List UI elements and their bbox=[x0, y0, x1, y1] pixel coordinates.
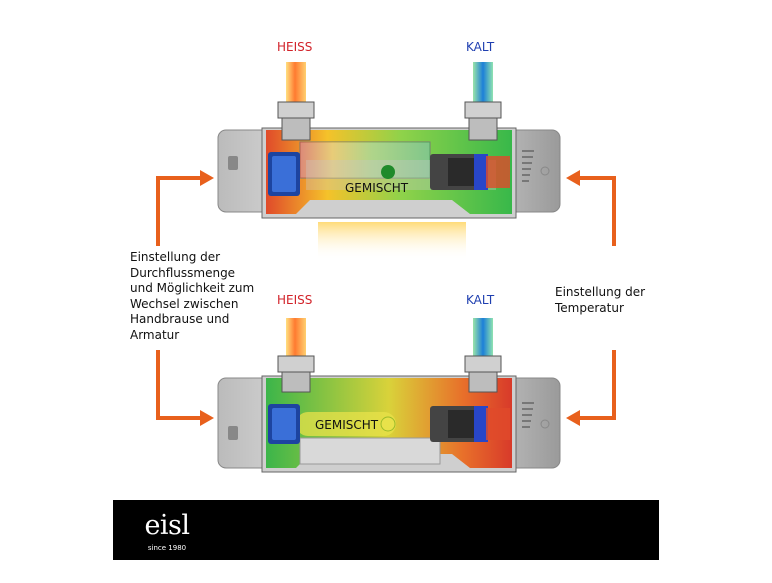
left-arrow-head-bottom bbox=[200, 410, 214, 426]
right-arrow-head-top bbox=[566, 170, 580, 186]
hot-label-bottom: HEISS bbox=[277, 293, 313, 307]
temperature-adjust-description: Einstellung der Temperatur bbox=[555, 285, 645, 316]
flow-knob-marker bbox=[228, 156, 238, 170]
mixed-label-top: GEMISCHT bbox=[345, 181, 409, 195]
cold-label-bottom: KALT bbox=[466, 293, 495, 307]
temperature-scale-2 bbox=[522, 402, 534, 428]
hot-inlet-nut-2 bbox=[277, 355, 315, 373]
temp-desc-line: Einstellung der bbox=[555, 285, 646, 299]
bottom-thermostat bbox=[217, 318, 561, 473]
flow-desc-line: Wechsel zwischen bbox=[130, 296, 239, 311]
logo-tagline: since 1980 bbox=[147, 544, 187, 552]
outlet-glow bbox=[318, 222, 466, 260]
eisl-logo: eisl since 1980 bbox=[137, 506, 197, 556]
right-adjust-arrows bbox=[580, 176, 616, 420]
right-arrow-head-bottom bbox=[566, 410, 580, 426]
logo-wordmark: eisl bbox=[144, 510, 190, 541]
left-adjust-arrows bbox=[156, 176, 200, 420]
cold-supply-pipe bbox=[473, 62, 493, 110]
cold-inlet-nut bbox=[464, 101, 502, 119]
hot-inlet-nut bbox=[277, 101, 315, 119]
flow-desc-line: Armatur bbox=[130, 327, 180, 342]
mixed-label-bottom: GEMISCHT bbox=[315, 418, 379, 432]
brand-footer: eisl since 1980 bbox=[113, 500, 659, 560]
mixing-indicator-2 bbox=[296, 412, 396, 436]
flow-desc-line: Durchflussmenge bbox=[130, 265, 236, 280]
hot-supply-pipe bbox=[286, 62, 306, 110]
temperature-scale bbox=[522, 150, 534, 182]
mixing-indicator bbox=[381, 165, 395, 179]
temp-desc-line: Temperatur bbox=[555, 300, 624, 315]
cold-supply-pipe-2 bbox=[473, 318, 493, 360]
top-thermostat bbox=[217, 62, 561, 260]
flow-adjust-description: Einstellung der Durchflussmenge und Mögl… bbox=[130, 250, 254, 343]
flow-desc-line: und Möglichkeit zum bbox=[130, 281, 255, 295]
flow-knob-marker-2 bbox=[228, 426, 238, 440]
left-arrow-head-top bbox=[200, 170, 214, 186]
hot-supply-pipe-2 bbox=[286, 318, 306, 360]
flow-desc-line: Einstellung der bbox=[130, 250, 221, 264]
cold-inlet-nut-2 bbox=[464, 355, 502, 373]
hot-label-top: HEISS bbox=[277, 40, 313, 54]
cold-label-top: KALT bbox=[466, 40, 495, 54]
flow-desc-line: Handbrause und bbox=[130, 312, 230, 326]
